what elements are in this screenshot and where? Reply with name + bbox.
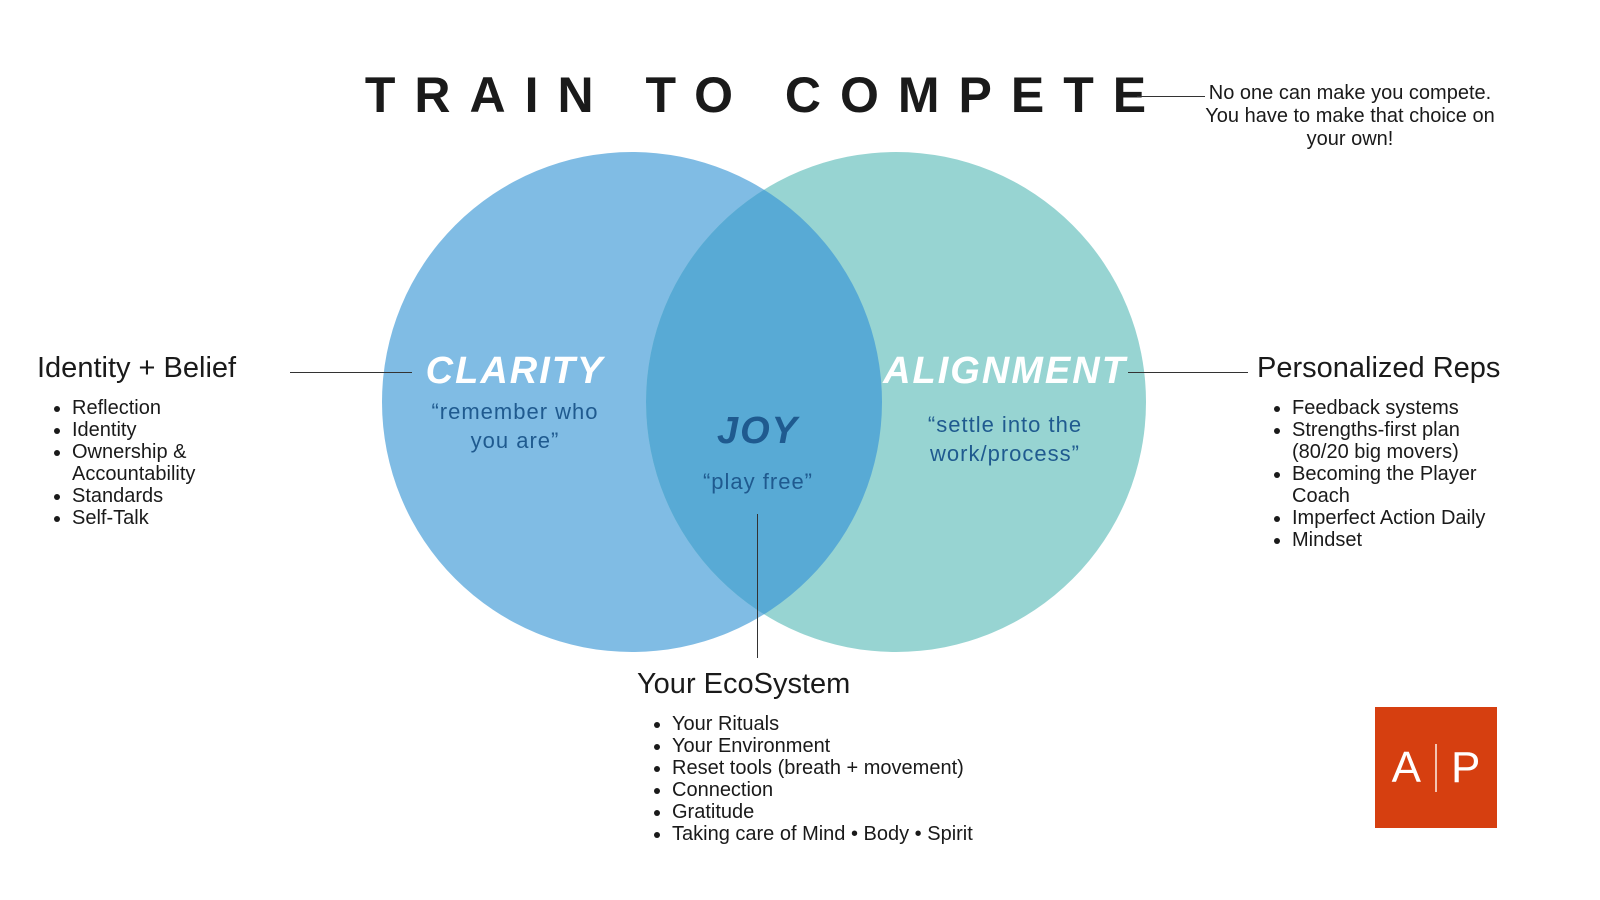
- right-section: Personalized Reps Feedback systems Stren…: [1257, 352, 1557, 551]
- joy-overlap: [646, 152, 882, 652]
- logo-letter-a: A: [1391, 742, 1421, 792]
- page-title: TRAIN TO COMPETE: [364, 67, 1166, 123]
- joy-tagline: “play free”: [702, 469, 814, 494]
- list-item: Standards: [72, 485, 272, 507]
- list-item: Reset tools (breath + movement): [672, 757, 1037, 779]
- alignment-tagline: “settle into the work/process”: [927, 412, 1083, 466]
- clarity-label: CLARITY: [425, 350, 605, 392]
- list-item: Feedback systems: [1292, 397, 1522, 419]
- list-item: Identity: [72, 419, 272, 441]
- bottom-section: Your EcoSystem Your Rituals Your Environ…: [637, 668, 1037, 845]
- bottom-heading: Your EcoSystem: [637, 668, 851, 700]
- list-item: Self-Talk: [72, 507, 272, 529]
- list-item: Strengths-first plan (80/20 big movers): [1292, 419, 1522, 463]
- list-item: Imperfect Action Daily: [1292, 507, 1522, 529]
- list-item: Reflection: [72, 397, 272, 419]
- list-item: Your Rituals: [672, 713, 1037, 735]
- list-item: Becoming the Player Coach: [1292, 463, 1522, 507]
- bottom-list: Your Rituals Your Environment Reset tool…: [637, 713, 1037, 845]
- list-item: Ownership & Accountability: [72, 441, 272, 485]
- list-item: Gratitude: [672, 801, 1037, 823]
- right-list: Feedback systems Strengths-first plan (8…: [1257, 397, 1522, 551]
- list-item: Taking care of Mind • Body • Spirit: [672, 823, 1037, 845]
- clarity-tagline: “remember who you are”: [431, 399, 599, 453]
- logo-divider: [1435, 743, 1437, 792]
- alignment-label: ALIGNMENT: [883, 350, 1127, 392]
- brand-logo: A P: [1375, 707, 1497, 828]
- left-connector: [290, 372, 412, 373]
- logo-letter-p: P: [1451, 742, 1481, 792]
- left-section: Identity + Belief Reflection Identity Ow…: [37, 352, 297, 529]
- quote-connector: [1137, 96, 1205, 97]
- list-item: Your Environment: [672, 735, 1037, 757]
- quote-text: No one can make you compete. You have to…: [1205, 82, 1495, 150]
- list-item: Connection: [672, 779, 1037, 801]
- joy-label: JOY: [716, 410, 800, 452]
- left-heading: Identity + Belief: [37, 352, 237, 384]
- right-heading: Personalized Reps: [1257, 352, 1501, 384]
- left-list: Reflection Identity Ownership & Accounta…: [37, 397, 272, 529]
- bottom-connector: [757, 514, 758, 658]
- list-item: Mindset: [1292, 529, 1522, 551]
- right-connector: [1128, 372, 1248, 373]
